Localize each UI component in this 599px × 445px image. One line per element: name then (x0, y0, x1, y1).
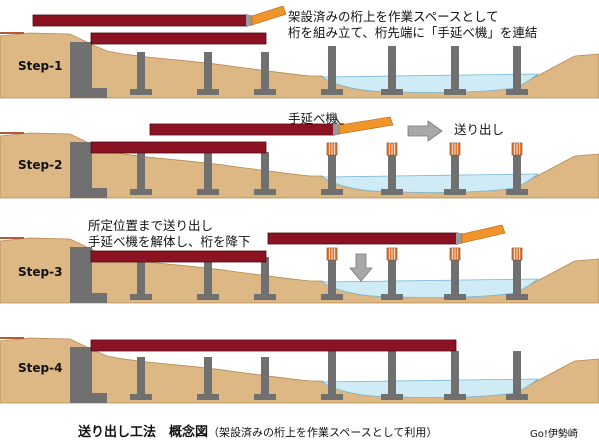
abutment-step2 (70, 142, 107, 198)
pier-footing-step3-4 (321, 294, 343, 300)
erected-girder-step3 (90, 250, 267, 263)
pier-footing-step4-4 (321, 394, 343, 400)
pier-footing-step4-1 (130, 394, 152, 400)
nose-leader-line (335, 117, 344, 125)
erected-girder-step1 (90, 32, 267, 45)
erected-girder-step2 (90, 141, 267, 154)
pier-footing-step3-7 (506, 294, 528, 300)
launching-nose-label: 手延べ機 (288, 111, 339, 126)
credit-text: Go!伊勢崎 (530, 429, 578, 440)
pier-step4-7 (513, 351, 521, 395)
step3-label: Step-3 (18, 265, 63, 279)
pier-footing-step1-5 (381, 89, 403, 95)
pier-footing-step2-6 (444, 189, 466, 195)
pier-footing-step4-5 (381, 394, 403, 400)
step4-label: Step-4 (18, 361, 63, 375)
pier-footing-step2-5 (381, 189, 403, 195)
launch-right-arrow (407, 120, 443, 142)
pier-footing-step1-3 (254, 89, 276, 95)
new-girder-step3 (267, 232, 459, 245)
pier-footing-step3-6 (444, 294, 466, 300)
pier-step4-5 (388, 351, 396, 395)
pier-footing-step4-7 (506, 394, 528, 400)
step1-note-line1: 架設済みの桁上を作業スペースとして (288, 9, 499, 24)
pier-step1-7 (513, 46, 521, 90)
step1-note-line2: 桁を組み立て、桁先端に「手延べ機」を連結 (288, 25, 538, 40)
diagram-caption: 送り出し工法 概念図（架設済みの桁上を作業スペースとして利用） (78, 421, 437, 440)
pier-footing-step3-5 (381, 294, 403, 300)
pier-step2-2 (204, 152, 212, 190)
pier-step4-2 (204, 357, 212, 395)
pier-step1-6 (451, 46, 459, 90)
nose-connector-step3 (456, 233, 462, 244)
pier-step1-1 (137, 52, 145, 90)
nose-connector-step2 (333, 124, 339, 135)
pier-step2-7 (513, 146, 521, 190)
pier-footing-step1-2 (197, 89, 219, 95)
pier-step4-1 (137, 357, 145, 395)
pier-step4-6 (451, 351, 459, 395)
pier-footing-step4-6 (444, 394, 466, 400)
pier-step3-6 (451, 251, 459, 295)
pier-step4-4 (328, 351, 336, 395)
pier-footing-step3-1 (130, 294, 152, 300)
pier-step1-5 (388, 46, 396, 90)
pier-footing-step1-4 (321, 89, 343, 95)
nose-connector-step1 (246, 15, 252, 26)
pier-footing-step2-7 (506, 189, 528, 195)
abutment-step1 (70, 42, 107, 98)
launching-nose-step3 (461, 224, 506, 244)
pier-step2-1 (137, 152, 145, 190)
pier-step4-3 (261, 357, 269, 395)
step2-label: Step-2 (18, 158, 63, 172)
step3-note-line1: 所定位置まで送り出し (88, 218, 214, 233)
abutment-step3 (70, 247, 107, 303)
step1-label: Step-1 (18, 59, 63, 73)
pier-footing-step2-4 (321, 189, 343, 195)
pier-footing-step3-2 (197, 294, 219, 300)
completed-girder-step4 (90, 339, 457, 352)
pier-step1-3 (261, 52, 269, 90)
step3-note-line2: 手延べ機を解体し、桁を降下 (88, 234, 251, 249)
pier-step3-4 (328, 251, 336, 295)
pier-step2-5 (388, 146, 396, 190)
caption-sub: （架設済みの桁上を作業スペースとして利用） (208, 426, 438, 439)
pier-footing-step3-3 (254, 294, 276, 300)
pier-step3-1 (137, 257, 145, 295)
launch-direction-label: 送り出し (454, 122, 505, 137)
pier-step3-7 (513, 251, 521, 295)
pier-step2-4 (328, 146, 336, 190)
pier-step3-3 (261, 257, 269, 295)
pier-footing-step2-2 (197, 189, 219, 195)
launching-nose-step2 (338, 116, 394, 135)
pier-step3-5 (388, 251, 396, 295)
pier-step3-2 (204, 257, 212, 295)
lowering-down-arrow (349, 253, 373, 282)
new-girder-step1 (32, 14, 249, 27)
pier-footing-step4-2 (197, 394, 219, 400)
pier-footing-step2-1 (130, 189, 152, 195)
caption-main: 送り出し工法 概念図 (78, 425, 209, 440)
pier-step2-6 (451, 146, 459, 190)
pier-footing-step1-7 (506, 89, 528, 95)
pier-footing-step2-3 (254, 189, 276, 195)
pier-step1-4 (328, 46, 336, 90)
pier-footing-step4-3 (254, 394, 276, 400)
pier-step1-2 (204, 52, 212, 90)
pier-step2-3 (261, 152, 269, 190)
pier-footing-step1-6 (444, 89, 466, 95)
pier-footing-step1-1 (130, 89, 152, 95)
abutment-step4 (70, 347, 107, 403)
launching-nose-step1 (251, 5, 287, 26)
